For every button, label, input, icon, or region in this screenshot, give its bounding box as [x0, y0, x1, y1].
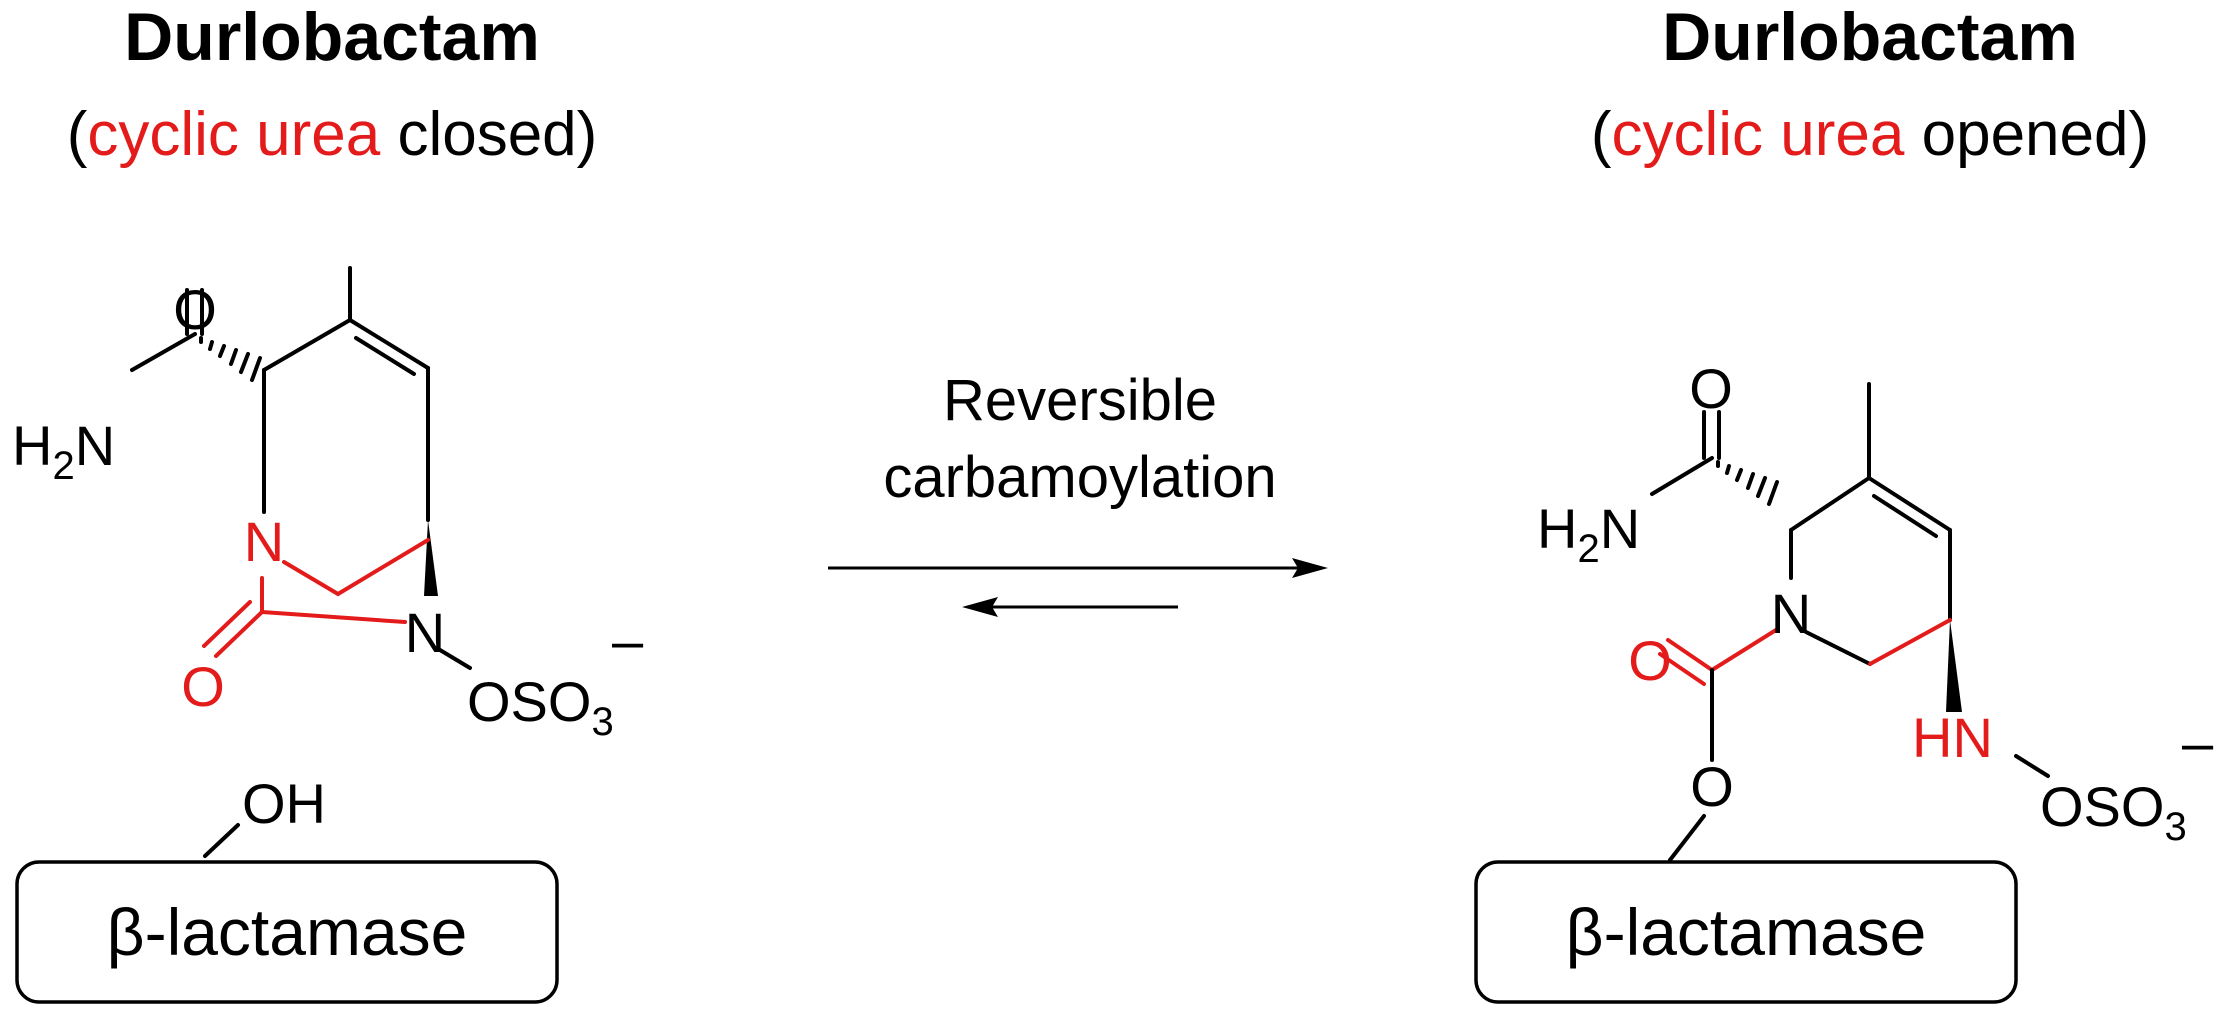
- bond: [130, 332, 197, 372]
- bond: [1650, 456, 1714, 496]
- atom-o-ester: O: [1690, 755, 1734, 818]
- hashed-bond: [199, 336, 262, 382]
- bond: [202, 600, 252, 648]
- bond: [1804, 630, 1872, 666]
- bond: [203, 823, 240, 858]
- atom-n-ring: N: [244, 510, 284, 573]
- bond: [2014, 754, 2050, 778]
- atom-h2n: H2N: [12, 414, 115, 488]
- bond: [1658, 652, 1706, 686]
- charge-minus: –: [2182, 711, 2214, 774]
- enzyme-label-left: β-lactamase: [107, 895, 468, 969]
- atom-n-bridge: N: [405, 601, 445, 664]
- bond: [336, 538, 430, 596]
- left-molecule: O H2N N N O OSO3 –: [12, 266, 644, 744]
- right-title: Durlobactam: [1662, 0, 2078, 75]
- arrow-label-line1: Reversible: [943, 368, 1217, 433]
- enzyme-box-left: [15, 860, 559, 1004]
- reverse-arrow: [962, 597, 1178, 617]
- bond: [1710, 628, 1778, 672]
- bond: [438, 648, 472, 670]
- right-molecule: O H2N N O O HN OSO3 –: [1537, 357, 2214, 849]
- charge-minus: –: [612, 609, 644, 672]
- bond: [1666, 638, 1714, 672]
- atom-n-ring: N: [1771, 582, 1811, 645]
- left-subtitle: (cyclic urea closed): [67, 100, 598, 169]
- atom-o-urea: O: [181, 655, 225, 718]
- bond: [1868, 618, 1952, 666]
- right-subtitle: (cyclic urea opened): [1591, 100, 2149, 169]
- atom-o: O: [1689, 357, 1733, 420]
- bond: [1872, 494, 1938, 538]
- atom-h2n: H2N: [1537, 497, 1640, 571]
- wedge-bond: [424, 520, 438, 596]
- enzyme-label-right: β-lactamase: [1566, 895, 1927, 969]
- bond: [282, 560, 340, 596]
- bond: [1789, 476, 1871, 532]
- atom-oso3: OSO3: [467, 670, 614, 744]
- bond: [262, 318, 352, 372]
- bond: [1867, 476, 1952, 532]
- wedge-bond: [1946, 620, 1962, 712]
- atom-o-carbonyl: O: [1628, 629, 1672, 692]
- left-title: Durlobactam: [124, 0, 540, 75]
- atom-oso3: OSO3: [2040, 775, 2187, 849]
- bond: [348, 318, 430, 370]
- bond: [260, 610, 407, 624]
- bond: [1668, 814, 1706, 862]
- enzyme-box-right: [1474, 860, 2018, 1004]
- forward-arrow: [828, 558, 1328, 578]
- arrow-label-line2: carbamoylation: [883, 445, 1276, 510]
- atom-o: O: [173, 278, 217, 341]
- hashed-bond: [1716, 460, 1779, 506]
- atom-hn: HN: [1912, 706, 1993, 769]
- bond: [214, 610, 264, 658]
- bond: [354, 336, 416, 376]
- atom-oh: OH: [242, 772, 326, 835]
